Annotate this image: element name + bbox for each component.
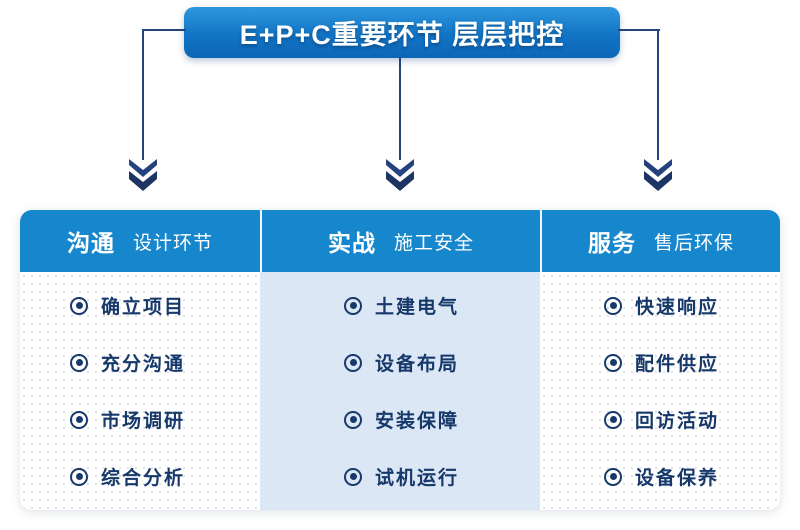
column-title: 实战 [327, 230, 376, 256]
list-item: 回访活动 [604, 391, 780, 448]
bullet-icon [70, 467, 88, 486]
list-item-label: 回访活动 [635, 411, 720, 432]
column-practice-list: 土建电气 设备布局 安装保障 试机运行 [260, 272, 540, 510]
bullet-icon [70, 296, 88, 315]
list-item-label: 土建电气 [375, 297, 460, 318]
bullet-icon [344, 410, 362, 429]
list-item: 快速响应 [604, 277, 780, 334]
list-item: 充分沟通 [70, 334, 260, 391]
list-item-label: 确立项目 [101, 297, 186, 318]
bullet-icon [604, 467, 622, 486]
list-item: 配件供应 [604, 334, 780, 391]
list-item-label: 设备布局 [375, 354, 460, 375]
list-item-label: 充分沟通 [101, 354, 186, 375]
connector-line-left-vertical [142, 29, 144, 160]
list-item: 设备布局 [344, 334, 540, 391]
bullet-icon [344, 467, 362, 486]
bullet-icon [604, 410, 622, 429]
list-item: 土建电气 [344, 277, 540, 334]
card-header: 沟通 设计环节 实战 施工安全 服务 售后环保 [20, 210, 780, 272]
column-header-communication: 沟通 设计环节 [20, 210, 260, 272]
bullet-icon [604, 353, 622, 372]
list-item: 试机运行 [344, 448, 540, 505]
arrow-down-icon [127, 158, 159, 192]
column-subtitle: 施工安全 [393, 232, 474, 254]
list-item: 设备保养 [604, 448, 780, 505]
list-item-label: 设备保养 [635, 468, 720, 489]
column-communication-list: 确立项目 充分沟通 市场调研 综合分析 [20, 272, 260, 510]
bullet-icon [604, 296, 622, 315]
list-item-label: 安装保障 [375, 411, 460, 432]
list-item: 确立项目 [70, 277, 260, 334]
column-header-service: 服务 售后环保 [540, 210, 780, 272]
column-header-practice: 实战 施工安全 [260, 210, 540, 272]
connector-line-right-vertical [657, 29, 659, 160]
connector-line-left-horizontal [142, 29, 186, 31]
list-item: 综合分析 [70, 448, 260, 505]
column-service-list: 快速响应 配件供应 回访活动 设备保养 [540, 272, 780, 510]
bullet-icon [70, 353, 88, 372]
list-item-label: 快速响应 [635, 297, 720, 318]
list-item: 市场调研 [70, 391, 260, 448]
list-item-label: 配件供应 [635, 354, 720, 375]
column-title: 服务 [587, 230, 636, 256]
column-subtitle: 设计环节 [132, 232, 213, 254]
bullet-icon [344, 296, 362, 315]
column-title: 沟通 [66, 230, 115, 256]
process-card: 沟通 设计环节 实战 施工安全 服务 售后环保 确立项目 充分沟通 市场调研 [20, 210, 780, 510]
connector-line-center-vertical [399, 57, 401, 160]
list-item-label: 试机运行 [375, 468, 460, 489]
list-item-label: 市场调研 [101, 411, 186, 432]
banner-title: E+P+C重要环节 层层把控 [184, 7, 620, 58]
card-body: 确立项目 充分沟通 市场调研 综合分析 土建电气 设备布局 [20, 272, 780, 510]
bullet-icon [70, 410, 88, 429]
list-item-label: 综合分析 [101, 468, 186, 489]
list-item: 安装保障 [344, 391, 540, 448]
arrow-down-icon [642, 158, 674, 192]
column-subtitle: 售后环保 [653, 232, 734, 254]
connector-line-right-horizontal [618, 29, 660, 31]
arrow-down-icon [384, 158, 416, 192]
bullet-icon [344, 353, 362, 372]
